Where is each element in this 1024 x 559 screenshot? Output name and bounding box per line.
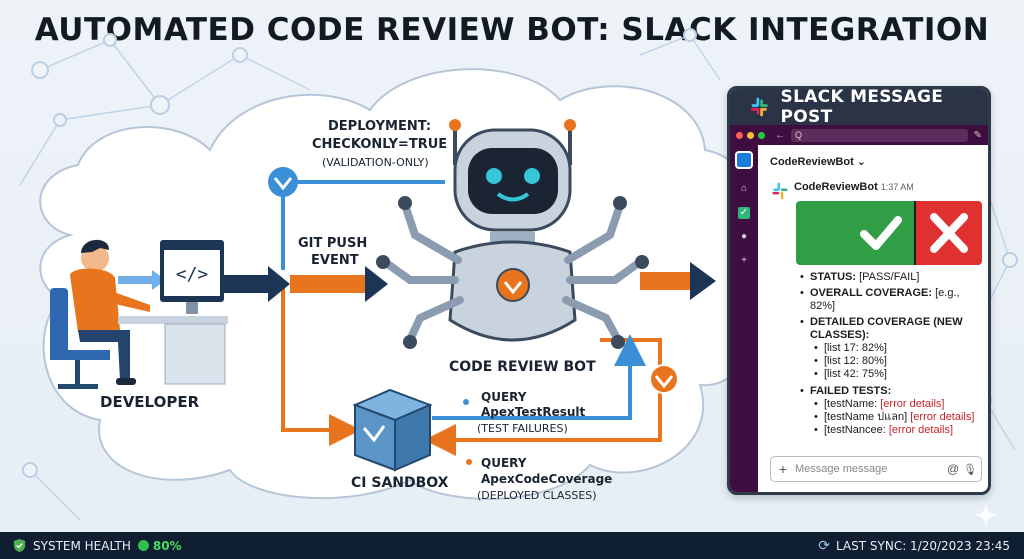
sandbox-box-illustration bbox=[352, 388, 433, 472]
list-item: •[testName: [error details] bbox=[814, 398, 945, 410]
home-icon[interactable]: ⌂ bbox=[740, 183, 748, 194]
deploy-label-1: DEPLOYMENT: bbox=[328, 119, 432, 134]
slack-search-input[interactable]: Q bbox=[791, 128, 968, 142]
bot-to-slack-arrow bbox=[640, 262, 716, 300]
x-icon bbox=[930, 213, 968, 253]
mention-icon[interactable]: @ bbox=[947, 462, 960, 476]
list-item: •[list 17: 82%] bbox=[814, 342, 887, 354]
robot-illustration bbox=[376, 119, 649, 349]
people-icon[interactable]: ● bbox=[740, 231, 748, 242]
activity-icon[interactable]: ✓ bbox=[738, 207, 750, 219]
window-close-dot[interactable] bbox=[736, 131, 743, 139]
coverage-item: [list 42: 75%] bbox=[824, 368, 887, 380]
bot-badge-icon bbox=[649, 364, 679, 394]
query2-note: (DEPLOYED CLASSES) bbox=[477, 489, 597, 502]
query1-label-1: QUERY bbox=[481, 390, 527, 404]
error-detail: [error details] bbox=[910, 411, 975, 423]
bot-avatar-icon bbox=[772, 182, 788, 200]
test-name: [testNancee: bbox=[824, 424, 889, 436]
slack-header-title: SLACK MESSAGE POST bbox=[780, 87, 944, 127]
workspace-icon[interactable] bbox=[735, 151, 753, 169]
window-minimize-dot[interactable] bbox=[747, 131, 754, 139]
status-line: •STATUS: [PASS/FAIL] bbox=[800, 271, 920, 283]
list-item: •[testName ปแลn] [error details] bbox=[814, 411, 975, 423]
deploy-node-icon bbox=[268, 167, 298, 197]
slack-logo-icon bbox=[750, 97, 768, 117]
last-sync: ⟳ LAST SYNC: 1/20/2023 23:45 bbox=[818, 538, 1010, 554]
add-icon[interactable]: + bbox=[741, 255, 747, 266]
list-item: •[testNancee: [error details] bbox=[814, 424, 954, 436]
label-bot: CODE REVIEW BOT bbox=[449, 359, 596, 375]
git-push-label-1: GIT PUSH bbox=[298, 236, 368, 251]
health-value: 80% bbox=[152, 538, 182, 553]
check-icon bbox=[860, 216, 902, 250]
slack-titlebar: ← Q ✎ bbox=[730, 125, 988, 145]
coverage-item: [list 17: 82%] bbox=[824, 342, 887, 354]
message-content: •STATUS: [PASS/FAIL] •OVERALL COVERAGE: … bbox=[800, 271, 986, 437]
workspace-rail: ⌂ ✓ ● + bbox=[730, 145, 758, 492]
pass-panel bbox=[796, 201, 914, 265]
sync-icon[interactable]: ⟳ bbox=[818, 537, 830, 554]
health-status-dot bbox=[137, 540, 149, 551]
verdict-block bbox=[796, 201, 982, 265]
deploy-label-2: CHECKONLY=TRUE bbox=[312, 137, 448, 152]
blue-return-path bbox=[432, 334, 646, 420]
message-composer[interactable]: + Message message @ 🎙 bbox=[770, 456, 982, 482]
detailed-label: DETAILED COVERAGE (NEW CLASSES): bbox=[810, 316, 963, 341]
overall-line: •OVERALL COVERAGE: [e.g., 82%] bbox=[800, 287, 960, 312]
compose-icon[interactable]: ✎ bbox=[973, 129, 982, 141]
sparkle-icon bbox=[974, 503, 998, 527]
orange-flow-left bbox=[281, 285, 361, 446]
composer-placeholder[interactable]: Message message bbox=[795, 463, 888, 475]
developer-illustration: </> bbox=[50, 239, 228, 389]
failed-label: FAILED TESTS: bbox=[810, 385, 892, 397]
fail-panel bbox=[914, 201, 982, 265]
message-time: 1:37 AM bbox=[880, 182, 914, 192]
sync-label: LAST SYNC: 1/20/2023 23:45 bbox=[835, 538, 1010, 553]
overall-value: [e.g., 82%] bbox=[810, 287, 960, 312]
list-item: •[list 12: 80%] bbox=[814, 355, 887, 367]
health-label: SYSTEM HEALTH bbox=[33, 538, 131, 553]
label-developer: DEVELOPER bbox=[100, 393, 200, 411]
overall-label: OVERALL COVERAGE: bbox=[810, 287, 933, 299]
coverage-item: [list 12: 80%] bbox=[824, 355, 887, 367]
deploy-note: (VALIDATION-ONLY) bbox=[322, 156, 429, 169]
window-zoom-dot[interactable] bbox=[758, 131, 765, 139]
query2-label-2: ApexCodeCoverage bbox=[481, 472, 613, 486]
label-sandbox: CI SANDBOX bbox=[351, 475, 449, 491]
system-health: SYSTEM HEALTH 80% bbox=[12, 538, 182, 553]
sender-name[interactable]: CodeReviewBot bbox=[794, 181, 878, 193]
test-name: [testName ปแลn] bbox=[824, 411, 911, 423]
shield-icon bbox=[13, 538, 26, 553]
list-item: •[list 42: 75%] bbox=[814, 368, 887, 380]
query1-note: (TEST FAILURES) bbox=[477, 422, 568, 435]
svg-text:</>: </> bbox=[176, 264, 209, 285]
status-value: [PASS/FAIL] bbox=[859, 271, 920, 283]
test-name: [testName: bbox=[824, 398, 881, 410]
error-detail: [error details] bbox=[888, 424, 954, 436]
error-detail: [error details] bbox=[880, 398, 945, 410]
query1-label-2: ApexTestResult bbox=[481, 405, 586, 419]
detailed-line: •DETAILED COVERAGE (NEW CLASSES): bbox=[800, 316, 986, 342]
microphone-icon[interactable]: 🎙 bbox=[963, 463, 977, 476]
back-arrow-icon[interactable]: ← bbox=[775, 129, 785, 141]
status-bar: SYSTEM HEALTH 80% ⟳ LAST SYNC: 1/20/2023… bbox=[0, 532, 1024, 559]
query2-label-1: QUERY bbox=[481, 456, 527, 470]
git-push-arrow bbox=[220, 266, 388, 302]
page-title: AUTOMATED CODE REVIEW BOT: SLACK INTEGRA… bbox=[34, 12, 990, 48]
slack-window: SLACK MESSAGE POST ← Q ✎ ⌂ ✓ ● + CodeRev… bbox=[727, 86, 991, 495]
slack-header: SLACK MESSAGE POST bbox=[730, 87, 988, 127]
status-label: STATUS: bbox=[810, 271, 857, 283]
failed-line: •FAILED TESTS: bbox=[800, 385, 892, 397]
add-attachment-icon[interactable]: + bbox=[778, 461, 788, 477]
git-push-label-2: EVENT bbox=[311, 253, 359, 268]
channel-name[interactable]: CodeReviewBot ⌄ bbox=[770, 156, 867, 168]
